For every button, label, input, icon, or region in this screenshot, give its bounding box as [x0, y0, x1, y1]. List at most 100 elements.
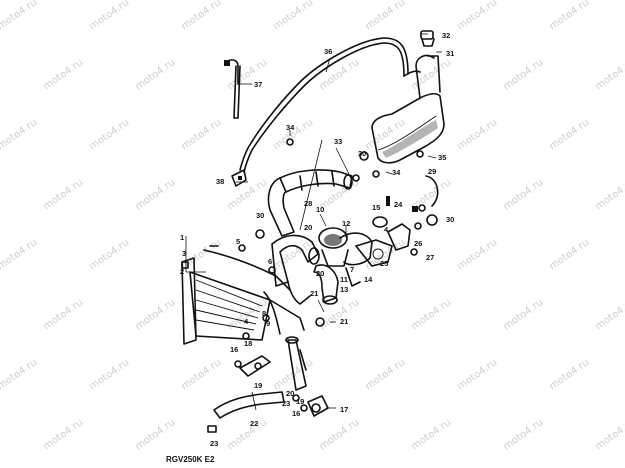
- model-code-label: RGV250K E2: [166, 455, 215, 464]
- watermark-text: moto4.ru: [41, 417, 85, 452]
- watermark-text: moto4.ru: [455, 357, 499, 392]
- callout-14: 14: [364, 275, 373, 284]
- water-hose-21: [313, 264, 339, 305]
- watermark-text: moto4.ru: [363, 0, 407, 32]
- callout-16a: 16: [230, 345, 238, 354]
- overflow-hose: [239, 37, 409, 173]
- watermark-text: moto4.ru: [501, 297, 545, 332]
- callout-17: 17: [340, 405, 348, 414]
- watermark-text: moto4.ru: [547, 357, 591, 392]
- watermark-text: moto4.ru: [41, 297, 85, 332]
- watermark-text: moto4.ru: [87, 117, 131, 152]
- callout-22: 22: [250, 419, 258, 428]
- watermark-text: moto4.ru: [0, 357, 39, 392]
- reservoir-cap: [420, 30, 435, 47]
- watermark-text: moto4.ru: [133, 177, 177, 212]
- callout-13: 13: [340, 285, 348, 294]
- callout-labels: 32 31 36 37 34 33 30 35 34 38 29 28 30 1…: [180, 31, 454, 448]
- callout-23a: 23: [282, 399, 290, 408]
- watermark-text: moto4.ru: [547, 117, 591, 152]
- callout-5: 5: [236, 237, 240, 246]
- leader-lines: [185, 33, 442, 411]
- callout-27: 27: [426, 253, 434, 262]
- callout-21a: 21: [310, 289, 318, 298]
- watermark-text: moto4.ru: [593, 417, 625, 452]
- callout-23b: 23: [210, 439, 218, 448]
- callout-30b: 30: [256, 211, 264, 220]
- callout-37: 37: [254, 80, 262, 89]
- water-hose-20: [271, 234, 320, 305]
- callout-36: 36: [324, 47, 332, 56]
- watermark-text: moto4.ru: [133, 57, 177, 92]
- watermark-text: moto4.ru: [593, 297, 625, 332]
- callout-29: 29: [428, 167, 436, 176]
- callout-19a: 19: [254, 381, 262, 390]
- callout-19b: 19: [296, 397, 304, 406]
- watermark-text: moto4.ru: [455, 237, 499, 272]
- watermark-text: moto4.ru: [179, 357, 223, 392]
- callout-1: 1: [180, 233, 184, 242]
- callout-2: 2: [180, 267, 184, 276]
- watermark-text: moto4.ru: [87, 0, 131, 32]
- watermark-text: moto4.ru: [41, 177, 85, 212]
- callout-38: 38: [216, 177, 224, 186]
- callout-34a: 34: [286, 123, 295, 132]
- watermark-text: moto4.ru: [501, 177, 545, 212]
- callout-25: 25: [380, 259, 388, 268]
- watermark-text: moto4.ru: [501, 57, 545, 92]
- callout-28: 28: [304, 199, 312, 208]
- watermark-text: moto4.ru: [133, 297, 177, 332]
- watermark-text: moto4.ru: [225, 417, 269, 452]
- callout-21b: 21: [340, 317, 348, 326]
- callout-4: 4: [384, 225, 389, 234]
- small-fasteners: [181, 138, 439, 433]
- watermark-text: moto4.ru: [179, 0, 223, 32]
- lower-hose-22: [213, 336, 307, 419]
- callout-3: 3: [182, 249, 186, 258]
- callout-30a: 30: [358, 149, 366, 158]
- watermark-text: moto4.ru: [0, 0, 39, 32]
- hose-clamp-37: [224, 59, 241, 119]
- callout-15: 15: [372, 203, 380, 212]
- watermark-text: moto4.ru: [455, 117, 499, 152]
- watermark-text: moto4.ru: [547, 0, 591, 32]
- callout-18: 18: [244, 339, 252, 348]
- watermark-text: moto4.ru: [87, 357, 131, 392]
- watermark-text: moto4.ru: [225, 57, 269, 92]
- callout-32: 32: [442, 31, 450, 40]
- watermark-text: moto4.ru: [409, 417, 453, 452]
- callout-4b: 4: [244, 317, 249, 326]
- watermark-text: moto4.ru: [225, 177, 269, 212]
- callout-31: 31: [446, 49, 454, 58]
- watermark-text: moto4.ru: [317, 417, 361, 452]
- callout-20c: 20: [286, 389, 294, 398]
- callout-12: 12: [342, 219, 350, 228]
- watermark-text: moto4.ru: [179, 117, 223, 152]
- callout-35: 35: [438, 153, 446, 162]
- watermark-text: moto4.ru: [455, 0, 499, 32]
- watermark-text: moto4.ru: [363, 357, 407, 392]
- watermark-text: moto4.ru: [547, 237, 591, 272]
- callout-6: 6: [268, 257, 272, 266]
- callout-7: 7: [350, 265, 354, 274]
- callout-34b: 34: [392, 168, 401, 177]
- watermark-text: moto4.ru: [271, 0, 315, 32]
- callout-20a: 20: [304, 223, 312, 232]
- callout-30c: 30: [446, 215, 454, 224]
- watermark-text: moto4.ru: [593, 57, 625, 92]
- callout-26: 26: [414, 239, 422, 248]
- watermark-text: moto4.ru: [0, 237, 39, 272]
- watermark-text: moto4.ru: [87, 237, 131, 272]
- clip-38: [231, 169, 247, 187]
- callout-9: 9: [266, 319, 270, 328]
- callout-16b: 16: [292, 409, 300, 418]
- watermark-text: moto4.ru: [133, 417, 177, 452]
- callout-33: 33: [334, 137, 342, 146]
- callout-10: 10: [316, 205, 324, 214]
- watermark-text: moto4.ru: [0, 117, 39, 152]
- watermark-text: moto4.ru: [409, 297, 453, 332]
- thermostat-housing: [318, 206, 418, 287]
- watermark-text: moto4.ru: [593, 177, 625, 212]
